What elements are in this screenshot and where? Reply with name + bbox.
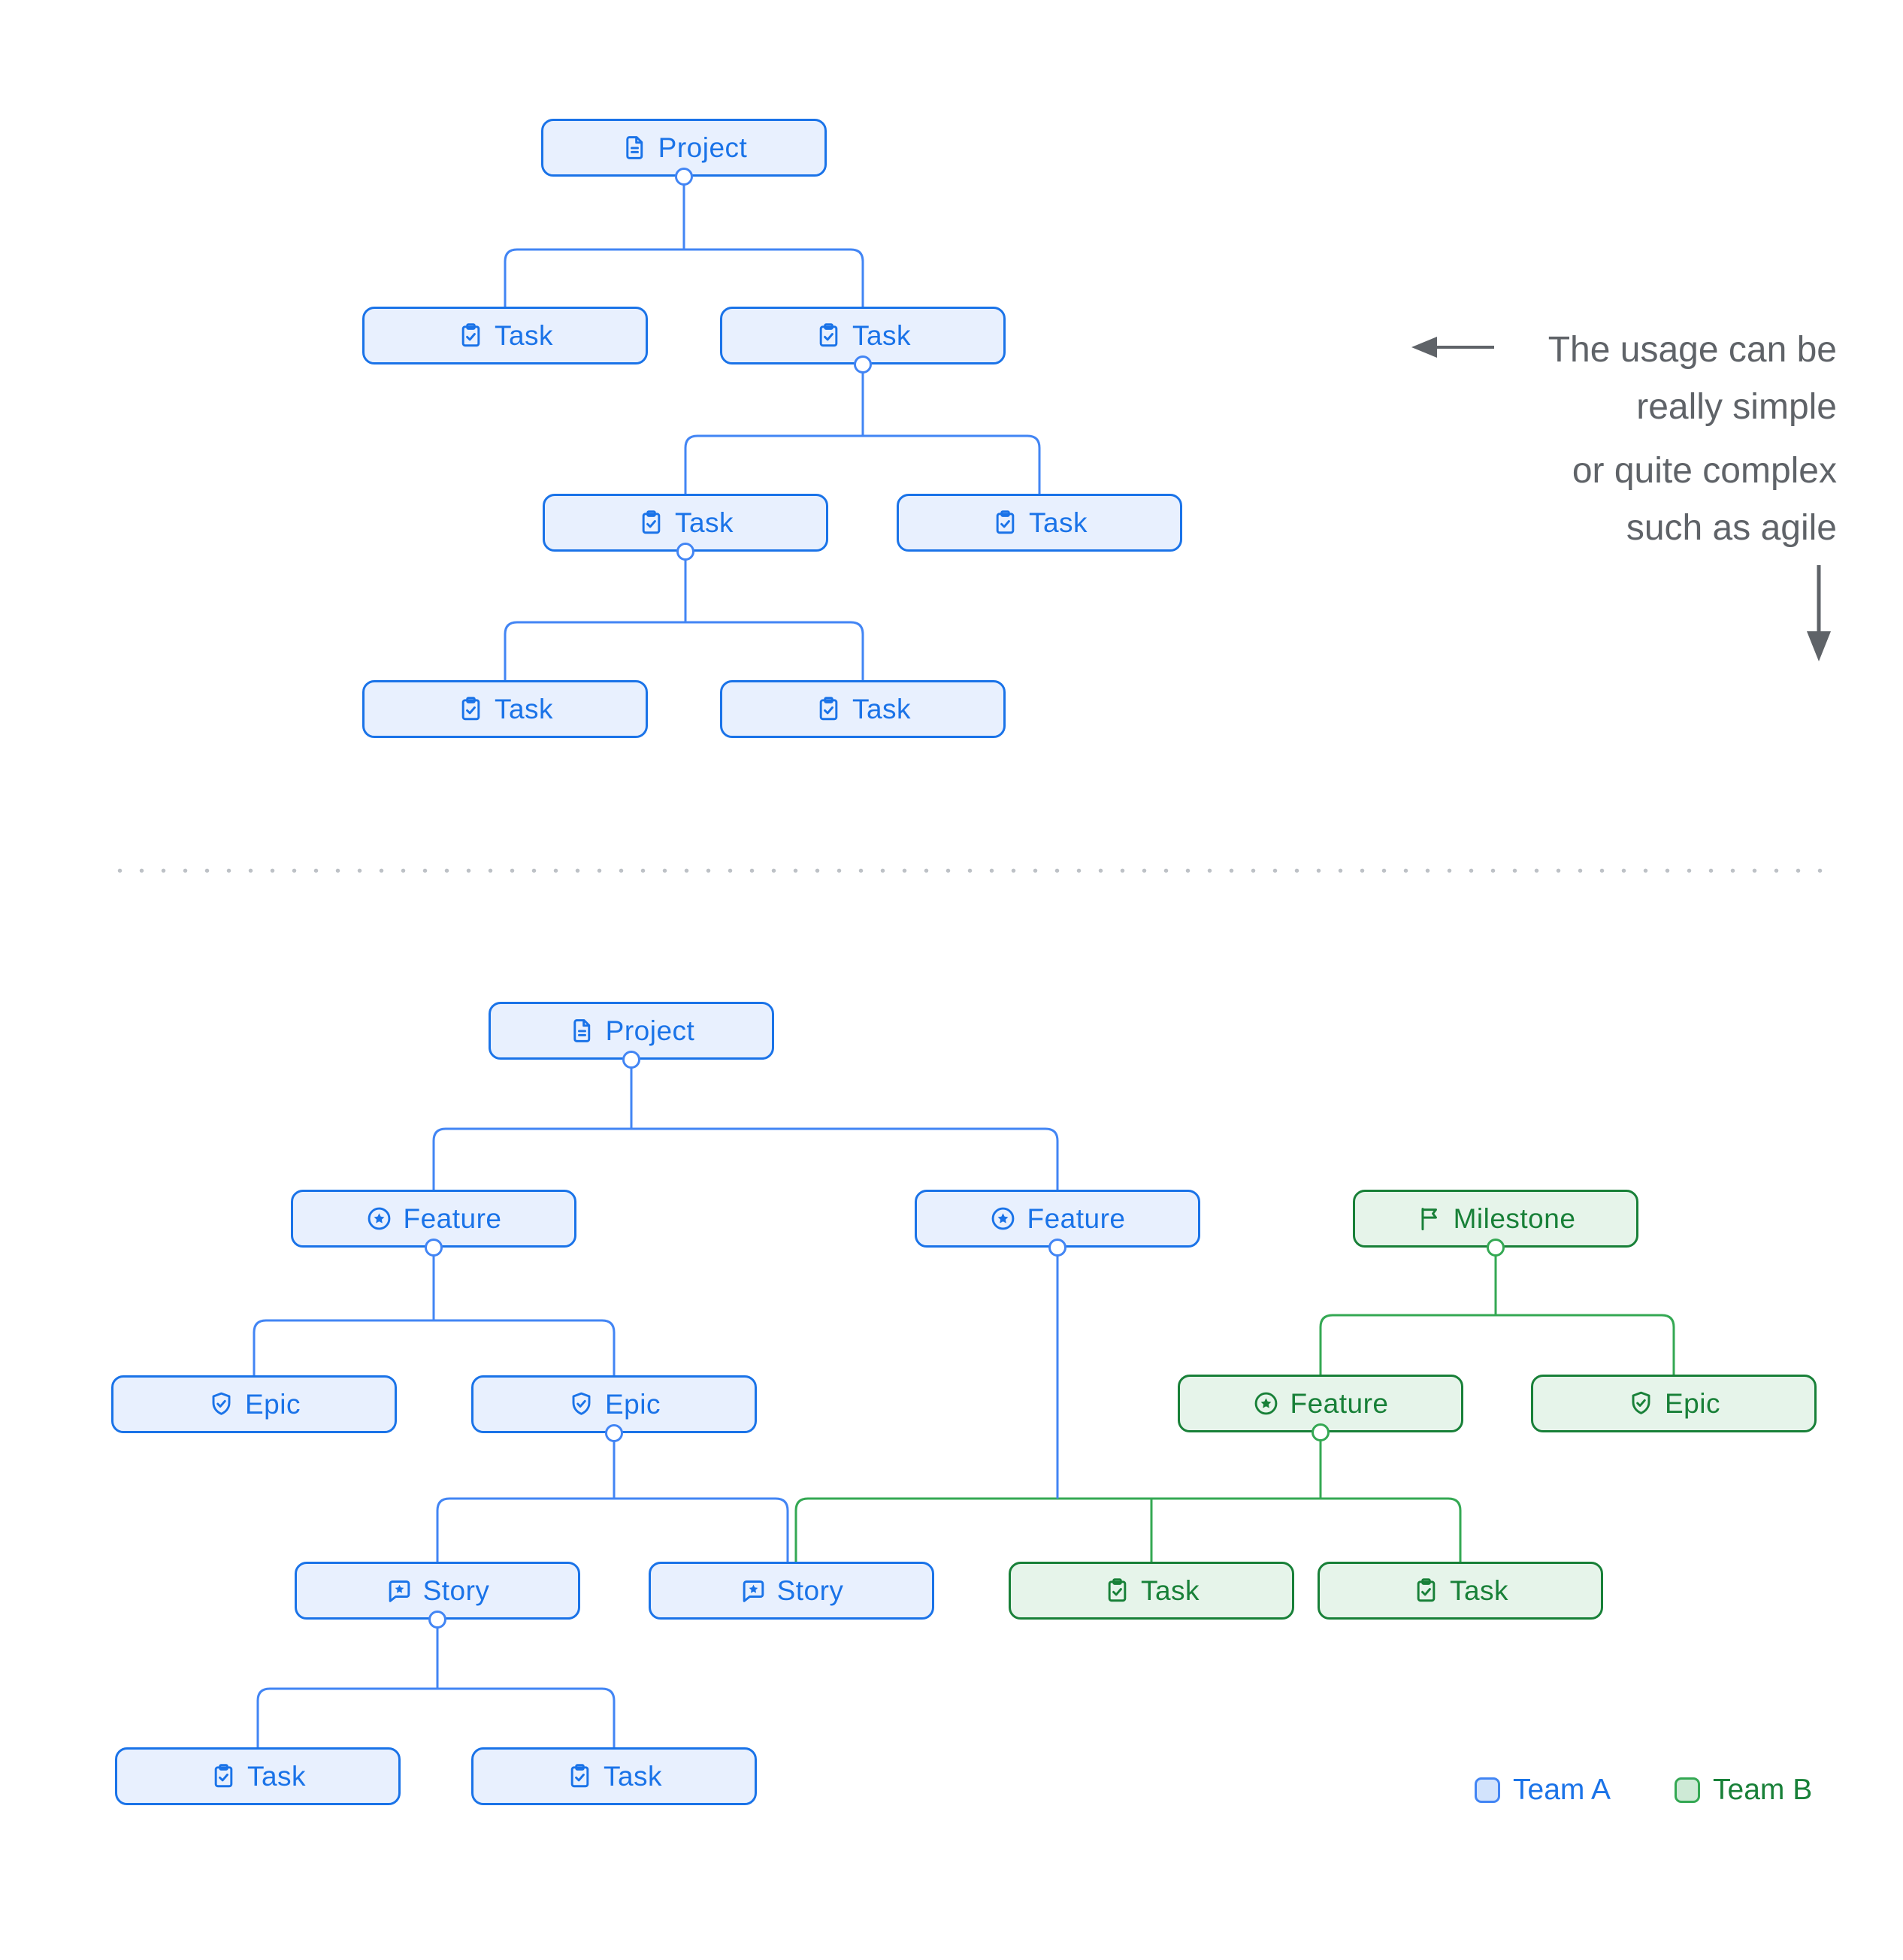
feature-icon [989, 1205, 1017, 1233]
connector [436, 1433, 789, 1562]
task-icon [566, 1762, 594, 1790]
node-c-feature-1[interactable]: Feature [291, 1190, 576, 1248]
annotation-line: or quite complex [1572, 451, 1837, 491]
node-label: Task [494, 319, 554, 351]
node-s-project[interactable]: Project [541, 119, 827, 177]
annotation-line: The usage can be [1548, 330, 1837, 370]
node-label: Story [422, 1574, 490, 1606]
task-icon [637, 509, 665, 537]
arrow-down-icon [1807, 565, 1831, 661]
node-label: Feature [403, 1202, 502, 1234]
node-c-story-2[interactable]: Story [649, 1562, 934, 1620]
node-s-task-5[interactable]: Task [362, 680, 648, 738]
task-icon [457, 695, 485, 723]
node-label: Task [494, 693, 554, 724]
task-icon [210, 1762, 237, 1790]
node-label: Feature [1027, 1202, 1126, 1234]
node-label: Milestone [1453, 1202, 1576, 1234]
epic-icon [1627, 1390, 1655, 1417]
connector [256, 1620, 616, 1747]
node-label: Task [1028, 507, 1088, 538]
node-label: Task [1140, 1574, 1200, 1606]
feature-icon [365, 1205, 393, 1233]
team-b-label: Team B [1713, 1774, 1813, 1806]
story-icon [740, 1577, 767, 1605]
annotation-note: The usage can be really simple or quite … [1266, 322, 1837, 557]
node-label: Story [776, 1574, 844, 1606]
arrow-left-icon [1411, 337, 1494, 358]
node-s-task-4[interactable]: Task [897, 494, 1182, 552]
task-icon [1103, 1577, 1131, 1605]
node-c-task-2[interactable]: Task [471, 1747, 757, 1805]
connector [1319, 1248, 1675, 1375]
legend-item-team-b: Team B [1675, 1774, 1812, 1807]
annotation-line: such as agile [1626, 508, 1837, 548]
section-divider [109, 868, 1839, 873]
team-b-swatch [1675, 1777, 1700, 1803]
node-c-feature-2[interactable]: Feature [915, 1190, 1200, 1248]
task-icon [991, 509, 1019, 537]
node-label: Task [674, 507, 734, 538]
task-icon [815, 322, 843, 349]
epic-icon [207, 1390, 235, 1418]
node-label: Epic [1665, 1387, 1720, 1419]
node-c-task-g1[interactable]: Task [1009, 1562, 1294, 1620]
team-a-label: Team A [1513, 1774, 1611, 1806]
feature-icon [1252, 1390, 1280, 1417]
node-s-task-3[interactable]: Task [543, 494, 828, 552]
connector [684, 364, 1041, 494]
project-icon [568, 1017, 596, 1045]
node-label: Project [605, 1015, 695, 1046]
node-label: Feature [1290, 1387, 1389, 1419]
node-c-task-1[interactable]: Task [115, 1747, 401, 1805]
node-label: Epic [605, 1388, 661, 1420]
task-icon [457, 322, 485, 349]
connector [504, 552, 864, 680]
annotation-line: really simple [1636, 387, 1837, 427]
node-s-task-2[interactable]: Task [720, 307, 1006, 364]
connector [504, 177, 864, 307]
story-icon [386, 1577, 413, 1605]
node-c-epic-3[interactable]: Epic [1531, 1375, 1817, 1432]
node-label: Task [1449, 1574, 1509, 1606]
node-label: Project [658, 132, 748, 163]
node-c-project[interactable]: Project [489, 1002, 774, 1060]
project-icon [621, 134, 649, 162]
node-label: Task [852, 319, 912, 351]
node-c-story-1[interactable]: Story [295, 1562, 580, 1620]
task-icon [1412, 1577, 1440, 1605]
team-a-swatch [1475, 1777, 1500, 1803]
node-c-epic-1[interactable]: Epic [111, 1375, 397, 1433]
node-c-task-g2[interactable]: Task [1318, 1562, 1603, 1620]
milestone-icon [1416, 1205, 1444, 1233]
connector [794, 1432, 1462, 1562]
legend-item-team-a: Team A [1475, 1774, 1611, 1807]
node-s-task-1[interactable]: Task [362, 307, 648, 364]
node-s-task-6[interactable]: Task [720, 680, 1006, 738]
node-c-epic-2[interactable]: Epic [471, 1375, 757, 1433]
connector [253, 1248, 616, 1375]
epic-icon [567, 1390, 595, 1418]
node-label: Task [603, 1760, 663, 1792]
connector [432, 1060, 1059, 1190]
node-label: Task [852, 693, 912, 724]
task-icon [815, 695, 843, 723]
node-label: Task [247, 1760, 307, 1792]
node-c-feature-3[interactable]: Feature [1178, 1375, 1463, 1432]
node-c-milestone[interactable]: Milestone [1353, 1190, 1638, 1248]
node-label: Epic [245, 1388, 301, 1420]
